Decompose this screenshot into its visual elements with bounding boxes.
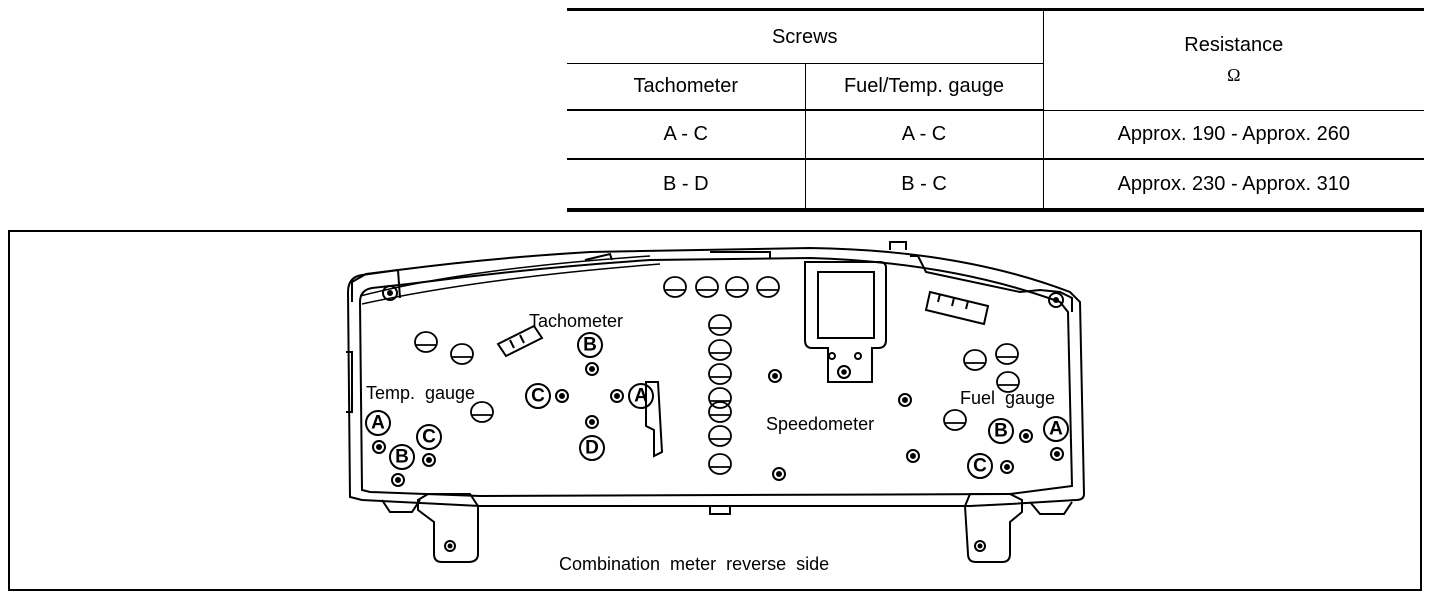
screw-fuel-a — [1050, 447, 1064, 461]
header-fuel-temp: Fuel/Temp. gauge — [804, 63, 1044, 111]
terminal-fuel-a: A — [1043, 416, 1069, 442]
screw-speedo-3 — [906, 449, 920, 463]
cell-resistance: Approx. 230 - Approx. 310 — [1042, 159, 1425, 212]
header-screws: Screws — [567, 8, 1044, 64]
screws — [372, 362, 1064, 487]
cell-tachometer: A - C — [567, 110, 806, 160]
resistance-spec-table: Screws Resistance Ω Tachometer Fuel/Temp… — [567, 8, 1425, 212]
screw-fuel-b — [1019, 429, 1033, 443]
terminal-temp-c: C — [416, 424, 442, 450]
diagram-frame: B C A D A B C B A C Tachometer Temp. gau… — [8, 230, 1422, 591]
screw-tach-a — [610, 389, 624, 403]
header-resistance-label: Resistance — [1184, 34, 1284, 57]
meter-housing — [346, 241, 1086, 507]
screw-tach-d — [585, 415, 599, 429]
svg-text:B: B — [583, 335, 597, 356]
terminal-tach-a: A — [628, 383, 654, 409]
header-tachometer: Tachometer — [567, 63, 806, 111]
terminal-fuel-b: B — [988, 418, 1014, 444]
terminal-tach-c: C — [525, 383, 551, 409]
terminal-tach-d: D — [579, 435, 605, 461]
terminal-fuel-c: C — [967, 453, 993, 479]
bulb-sockets — [414, 276, 1020, 475]
svg-text:B: B — [395, 447, 409, 468]
label-temp-gauge: Temp. gauge — [366, 383, 475, 403]
svg-text:C: C — [422, 427, 436, 448]
mounting-brackets — [381, 285, 1073, 563]
cell-resistance: Approx. 190 - Approx. 260 — [1042, 110, 1425, 160]
label-fuel-gauge: Fuel gauge — [960, 388, 1055, 408]
label-tachometer: Tachometer — [529, 311, 623, 331]
cell-fuel-temp: A - C — [804, 110, 1044, 160]
screw-speedo-2 — [898, 393, 912, 407]
svg-text:D: D — [585, 438, 599, 459]
svg-text:C: C — [531, 386, 545, 407]
circuit-connectors — [496, 290, 990, 458]
terminal-temp-b: B — [389, 444, 415, 470]
diagram-caption: Combination meter reverse side — [559, 554, 829, 574]
cell-tachometer: B - D — [567, 159, 806, 212]
svg-text:A: A — [371, 413, 385, 434]
speedometer-connector — [804, 261, 887, 383]
screw-speedo-1 — [768, 369, 782, 383]
screw-tach-c — [555, 389, 569, 403]
screw-speedo-4 — [772, 467, 786, 481]
svg-text:B: B — [994, 421, 1008, 442]
svg-text:C: C — [973, 456, 987, 477]
screw-tach-b — [585, 362, 599, 376]
label-speedometer: Speedometer — [766, 414, 874, 434]
terminal-tach-b: B — [577, 332, 603, 358]
table-row: B - D B - C Approx. 230 - Approx. 310 — [567, 159, 1425, 212]
svg-text:A: A — [1049, 419, 1063, 440]
header-resistance-unit: Ω — [1227, 65, 1241, 86]
screw-fuel-c — [1000, 460, 1014, 474]
screw-temp-c — [422, 453, 436, 467]
cell-fuel-temp: B - C — [804, 159, 1044, 212]
svg-text:A: A — [634, 386, 648, 407]
terminal-markers: B C A D A B C B A C — [365, 332, 1069, 479]
table-row: A - C A - C Approx. 190 - Approx. 260 — [567, 110, 1425, 160]
header-resistance: Resistance Ω — [1042, 8, 1425, 111]
screw-temp-a — [372, 440, 386, 454]
screw-temp-b — [391, 473, 405, 487]
terminal-temp-a: A — [365, 410, 391, 436]
combination-meter-drawing: B C A D A B C B A C Tachometer Temp. gau… — [346, 241, 1086, 574]
